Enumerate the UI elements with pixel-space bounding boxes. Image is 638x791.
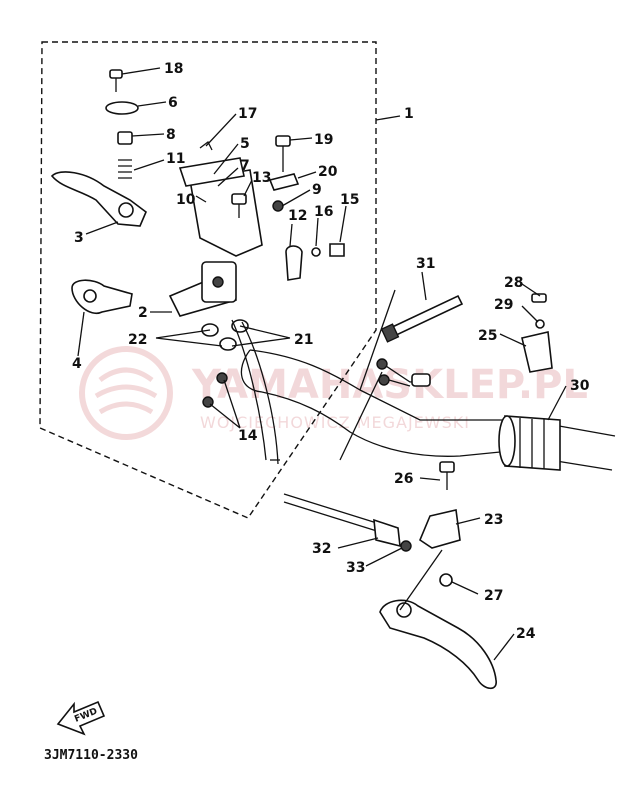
callout-24: 24 [516, 626, 536, 642]
callout-15: 15 [340, 192, 359, 208]
callout-12: 12 [288, 208, 307, 224]
callout-30: 30 [570, 378, 590, 394]
callout-21: 21 [294, 332, 313, 348]
assembly-boundary [39, 41, 377, 519]
leader-lines [77, 67, 567, 661]
watermark-subtitle: WOJCIECHOWICZ MEGAJEWSKI [200, 413, 470, 432]
callout-7: 7 [240, 158, 250, 174]
callout-5: 5 [240, 136, 250, 152]
callout-14: 14 [238, 428, 258, 444]
callout-32: 32 [312, 541, 331, 557]
callout-16: 16 [314, 204, 333, 220]
grip-part [498, 415, 561, 471]
master-cylinder-part [168, 157, 263, 317]
callout-9: 9 [312, 182, 322, 198]
handlebar [240, 289, 616, 471]
callout-25: 25 [478, 328, 497, 344]
callout-22: 22 [128, 332, 147, 348]
callout-4: 4 [72, 356, 82, 372]
callout-3: 3 [74, 230, 84, 246]
callout-labels: 18 6 17 1 8 5 19 11 7 20 13 9 10 15 16 1… [72, 61, 590, 642]
callout-27: 27 [484, 588, 503, 604]
switch-wire-part [376, 358, 431, 387]
callout-2: 2 [138, 305, 148, 321]
callout-11: 11 [166, 151, 185, 167]
cable-tie-part [380, 294, 464, 343]
callout-31: 31 [416, 256, 435, 272]
callout-23: 23 [484, 512, 503, 528]
callout-28: 28 [504, 275, 523, 291]
brake-hoses [231, 319, 280, 465]
callout-20: 20 [318, 164, 338, 180]
brake-lever-part [50, 171, 147, 227]
callout-18: 18 [164, 61, 183, 77]
clutch-lever-part [379, 599, 497, 690]
callout-8: 8 [166, 127, 176, 143]
callout-10: 10 [176, 192, 196, 208]
callout-6: 6 [168, 95, 178, 111]
callout-1: 1 [404, 106, 414, 122]
callout-29: 29 [494, 297, 513, 313]
callout-17: 17 [238, 106, 257, 122]
fwd-arrow-icon: FWD [56, 700, 106, 736]
hardware-parts [105, 69, 553, 587]
clutch-cable-part [283, 493, 412, 552]
callout-13: 13 [252, 170, 271, 186]
holder-part [71, 279, 133, 315]
diagram-code: 3JM7110-2330 [44, 748, 138, 763]
callout-33: 33 [346, 560, 365, 576]
callout-19: 19 [314, 132, 333, 148]
callout-26: 26 [394, 471, 413, 487]
